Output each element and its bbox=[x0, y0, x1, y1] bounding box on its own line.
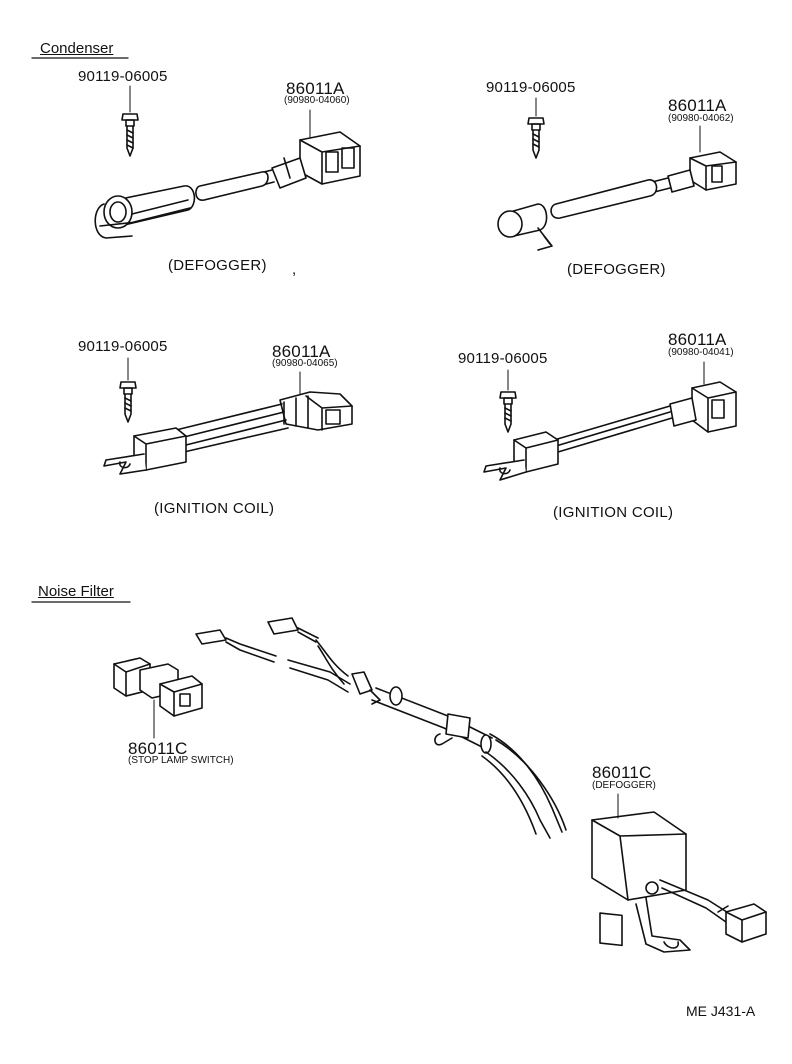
condenser-sub-part-number: (90980-04041) bbox=[668, 347, 734, 358]
condenser-caption: (DEFOGGER) bbox=[567, 261, 666, 278]
wire bbox=[554, 406, 672, 452]
noise-filter-part-number: 86011C bbox=[592, 763, 652, 782]
screw-icon bbox=[122, 86, 138, 156]
condenser-body bbox=[498, 204, 552, 250]
condenser-part-number: 86011A bbox=[286, 79, 345, 98]
noise-filter-sub-label: (DEFOGGER) bbox=[592, 780, 656, 791]
connector-icon bbox=[272, 110, 360, 188]
condenser-part-number: 86011A bbox=[272, 342, 331, 361]
condenser-body bbox=[484, 432, 558, 480]
condenser-body bbox=[95, 186, 194, 238]
section-title-condenser: Condenser bbox=[40, 40, 114, 57]
diagram-reference-code: ME J431-A bbox=[686, 1003, 756, 1019]
condenser-2-drawing bbox=[498, 98, 736, 250]
condenser-1-drawing bbox=[95, 86, 360, 238]
screw-part-number: 90119-06005 bbox=[78, 68, 168, 85]
condenser-3-drawing bbox=[104, 358, 352, 474]
condenser-part-number: 86011A bbox=[668, 330, 727, 349]
section-title-noise-filter: Noise Filter bbox=[38, 583, 114, 600]
wire bbox=[176, 404, 288, 452]
screw-part-number: 90119-06005 bbox=[78, 338, 168, 355]
condenser-sub-part-number: (90980-04065) bbox=[272, 358, 338, 369]
screw-part-number: 90119-06005 bbox=[486, 79, 576, 96]
screw-icon bbox=[528, 98, 544, 158]
screw-part-number: 90119-06005 bbox=[458, 350, 548, 367]
condenser-caption: (DEFOGGER) bbox=[168, 257, 267, 274]
condenser-caption: (IGNITION COIL) bbox=[154, 500, 275, 517]
condenser-4-drawing bbox=[484, 362, 736, 480]
screw-icon bbox=[500, 370, 516, 432]
defogger-noise-filter-harness bbox=[196, 618, 766, 952]
connector-icon bbox=[668, 126, 736, 192]
noise-filter-part-number: 86011C bbox=[128, 739, 188, 758]
stray-mark: , bbox=[292, 261, 297, 278]
condenser-sub-part-number: (90980-04062) bbox=[668, 113, 734, 124]
screw-icon bbox=[120, 358, 136, 422]
condenser-body bbox=[104, 428, 186, 474]
connector-icon bbox=[670, 362, 736, 432]
connector-icon bbox=[280, 372, 352, 430]
noise-filter-sub-label: (STOP LAMP SWITCH) bbox=[128, 755, 234, 766]
stop-lamp-switch-connector bbox=[114, 658, 202, 738]
condenser-caption: (IGNITION COIL) bbox=[553, 504, 674, 521]
condenser-part-number: 86011A bbox=[668, 96, 727, 115]
condenser-sub-part-number: (90980-04060) bbox=[284, 95, 350, 106]
